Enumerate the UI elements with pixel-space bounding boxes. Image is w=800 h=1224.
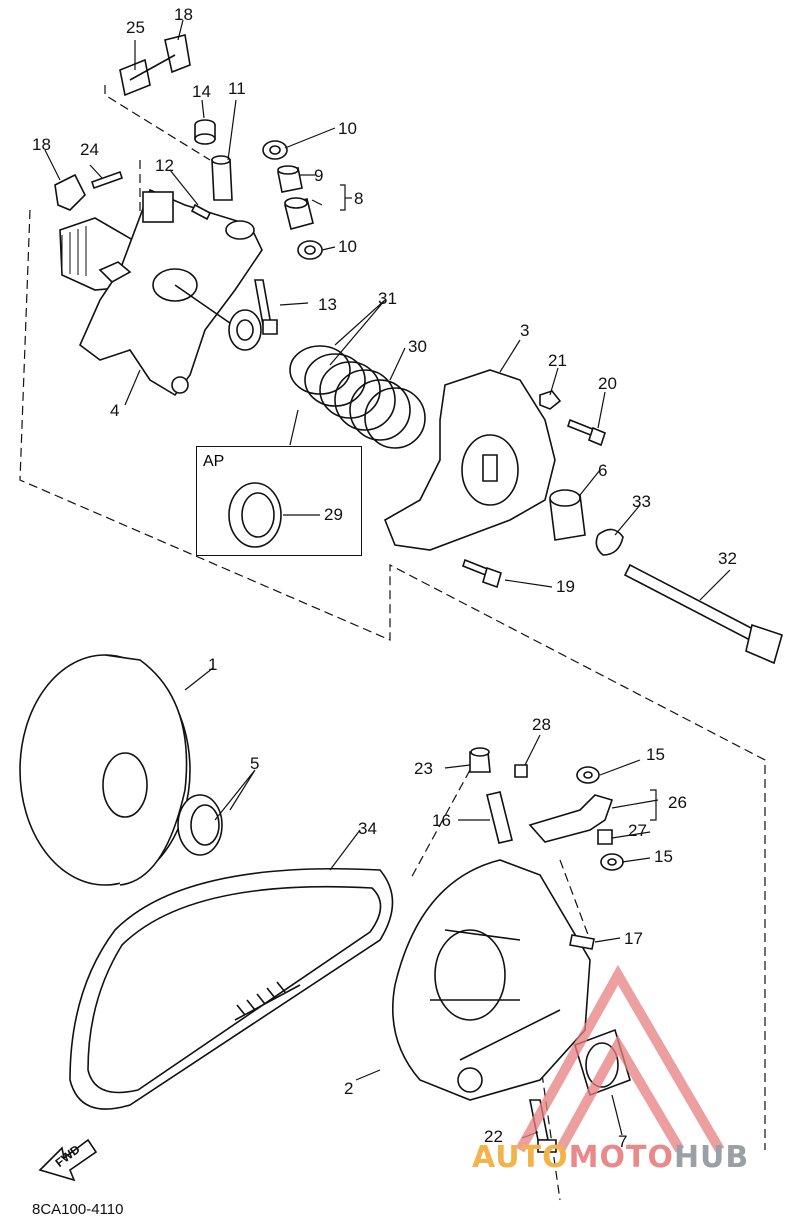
part-26-arm (528, 794, 614, 843)
part-13-bolt (254, 279, 278, 335)
callout-24: 24 (80, 140, 99, 159)
callout-10-bottom: 10 (338, 237, 357, 256)
callout-23: 23 (414, 759, 433, 778)
callout-10-top: 10 (338, 119, 357, 138)
callout-29: 29 (324, 505, 343, 524)
callout-34: 34 (358, 819, 377, 838)
callout-8: 8 (354, 189, 364, 208)
callout-12: 12 (155, 156, 174, 175)
part-10-washer-top (262, 140, 288, 160)
callout-20: 20 (598, 374, 617, 393)
part-20-bolt (567, 418, 606, 447)
callout-7: 7 (618, 1132, 628, 1151)
part-16-pin (486, 791, 513, 844)
callout-33: 33 (632, 492, 651, 511)
part-12-pin (190, 203, 212, 221)
callout-5: 5 (250, 754, 260, 773)
watermark-part-moto: MOTO (568, 1140, 674, 1175)
part-2-secondary-sheave (392, 859, 591, 1101)
callout-26: 26 (668, 793, 687, 812)
part-4-fixed-sheave-hub (59, 188, 263, 397)
part-27-roller (597, 829, 613, 845)
callout-19: 19 (556, 577, 575, 596)
callout-16: 16 (432, 811, 451, 830)
part-10-washer-bottom (297, 240, 323, 260)
part-6-roller (549, 489, 586, 541)
callout-6: 6 (598, 461, 608, 480)
callout-15-top: 15 (646, 745, 665, 764)
callout-14: 14 (192, 82, 211, 101)
part-34-v-belt (69, 867, 394, 1110)
leader-lines (44, 19, 731, 1139)
watermark-part-auto: AUTO (472, 1140, 569, 1175)
part-28-rivet (514, 764, 528, 778)
part-9-bushing (277, 165, 303, 193)
part-33-clip (595, 528, 624, 556)
part-30-spring (289, 345, 426, 449)
fwd-arrow-icon (38, 1138, 98, 1182)
part-17-pin (569, 934, 595, 950)
callout-27: 27 (628, 821, 647, 840)
diagram-code: 8CA100-4110 (32, 1201, 124, 1218)
part-15-washer-top (576, 766, 600, 784)
part-8-roller (284, 197, 314, 230)
ap-inset-box: AP (196, 446, 362, 556)
part-15-washer-bottom (600, 853, 624, 871)
part-32-long-bolt (623, 563, 783, 665)
callout-11: 11 (228, 79, 246, 98)
part-1-sliding-sheave (19, 654, 191, 886)
callout-21: 21 (548, 351, 567, 370)
callout-32: 32 (718, 549, 737, 568)
part-3-cap (383, 369, 556, 551)
part-25-guide-set (119, 34, 191, 97)
watermark-triangle-icon (515, 964, 725, 1153)
callout-18-left: 18 (32, 135, 51, 154)
callout-2: 2 (344, 1079, 354, 1098)
callout-9: 9 (314, 166, 324, 185)
callout-18-top: 18 (174, 5, 193, 24)
callout-13: 13 (318, 295, 337, 314)
part-14-nut (194, 119, 216, 145)
watermark-part-hub: HUB (673, 1140, 750, 1175)
part-19-bolt (462, 558, 502, 589)
part-21-nut (539, 390, 562, 410)
callout-25: 25 (126, 18, 145, 37)
callout-31: 31 (378, 289, 397, 308)
part-23-nut (469, 747, 491, 773)
callout-1: 1 (208, 655, 218, 674)
callout-3: 3 (520, 321, 530, 340)
callout-4: 4 (110, 401, 120, 420)
callout-28: 28 (532, 715, 551, 734)
part-5-collar (177, 794, 223, 856)
callout-30: 30 (408, 337, 427, 356)
callout-22: 22 (484, 1127, 503, 1146)
assembly-guide-lines (19, 85, 766, 1201)
part-24-pin (90, 170, 124, 190)
callout-15-bottom: 15 (654, 847, 673, 866)
callout-17: 17 (624, 929, 643, 948)
watermark-logo: AUTOMOTOHUB (472, 1140, 749, 1175)
ap-label: AP (203, 453, 225, 470)
part-29-washer (228, 482, 282, 548)
part-11-pin (211, 155, 233, 201)
part-18-slider (54, 173, 86, 211)
